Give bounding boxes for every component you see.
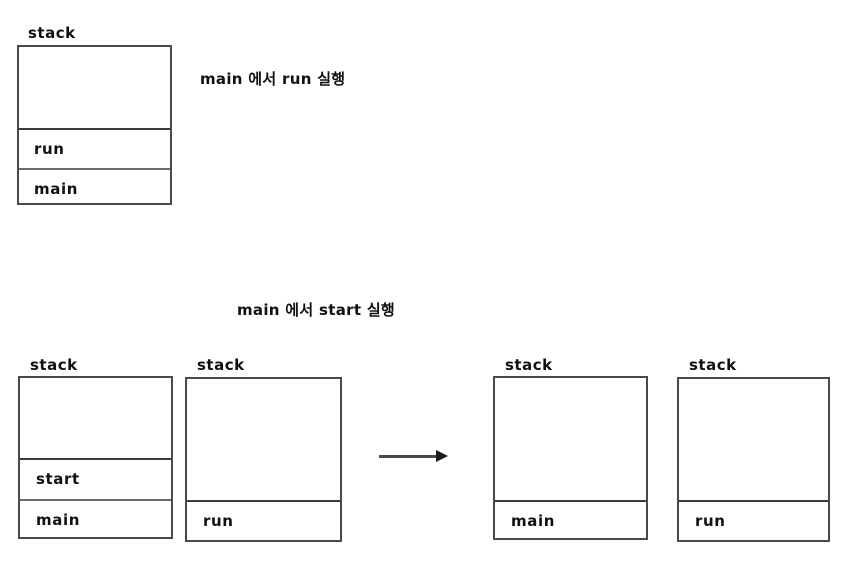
stack-frame-label-main: main — [511, 512, 555, 530]
stack-frame-divider — [20, 458, 171, 460]
stack-title-stack-after-right: stack — [689, 356, 737, 374]
stack-box-stack-after-left: main — [493, 376, 648, 540]
stack-title-stack-after-left: stack — [505, 356, 553, 374]
stack-frame-divider — [20, 499, 171, 501]
stack-box-stack-before-left: start main — [18, 376, 173, 539]
stack-frame-divider — [679, 500, 828, 502]
stack-frame-label-run: run — [203, 512, 234, 530]
stack-frame-divider — [19, 168, 170, 170]
stack-frame-label-run: run — [34, 140, 65, 158]
stack-frame-divider — [19, 128, 170, 130]
stack-frame-divider — [187, 500, 340, 502]
stack-frame-label-main: main — [34, 180, 78, 198]
stack-title-stack-before-left: stack — [30, 356, 78, 374]
arrow-shaft — [379, 455, 437, 458]
stack-frame-label-start: start — [36, 470, 80, 488]
caption-start: main 에서 start 실행 — [237, 301, 396, 319]
stack-frame-label-main: main — [36, 511, 80, 529]
stack-title-stack-before-right: stack — [197, 356, 245, 374]
stack-title-stack-top: stack — [28, 24, 76, 42]
stack-frame-divider — [495, 500, 646, 502]
stack-box-stack-after-right: run — [677, 377, 830, 542]
transition-arrow-icon — [379, 450, 448, 462]
arrow-head — [436, 450, 448, 462]
stack-box-stack-top: run main — [17, 45, 172, 205]
caption-run: main 에서 run 실행 — [200, 70, 346, 88]
stack-box-stack-before-right: run — [185, 377, 342, 542]
stack-frame-label-run: run — [695, 512, 726, 530]
